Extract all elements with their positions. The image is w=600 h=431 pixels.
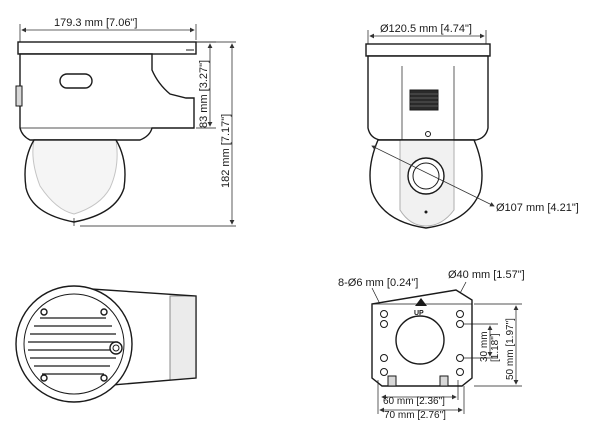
- top-view-screw-2: [100, 308, 108, 316]
- up-arrow-icon: [415, 298, 427, 306]
- camera-housing-side: [19, 53, 195, 141]
- mount-tab-left: [387, 375, 397, 387]
- side-width-label: 179.3 mm [7.06"]: [54, 17, 137, 29]
- dome-diameter-label: Ø107 mm [4.21"]: [496, 202, 579, 214]
- up-label: UP: [414, 310, 424, 317]
- mount-center-hole: [395, 315, 445, 365]
- width-60-label: 60 mm [2.36"]: [383, 396, 445, 407]
- mount-tab-right: [439, 375, 449, 387]
- top-view-screw-4: [100, 374, 108, 382]
- width-70-label: 70 mm [2.76"]: [384, 410, 446, 421]
- hole-spec-label: 8-Ø6 mm [0.24"]: [338, 277, 418, 289]
- heat-sink-fins: [28, 317, 118, 375]
- mount-hole-4: [456, 320, 464, 328]
- front-status-led: [425, 131, 431, 137]
- mount-hole-8: [456, 368, 464, 376]
- front-top-plate: [365, 43, 491, 57]
- mount-bracket-top: [17, 41, 197, 55]
- mount-hole-2: [456, 310, 464, 318]
- side-total-height-label: 182 mm [7.17"]: [220, 114, 232, 188]
- side-upper-height-label: 83 mm [3.27"]: [198, 60, 210, 128]
- mount-hole-6: [456, 354, 464, 362]
- top-view-screw-1: [40, 308, 48, 316]
- center-hole-label: Ø40 mm [1.57"]: [448, 269, 525, 281]
- height-30-inch-label: [1.18"]: [490, 333, 501, 362]
- mount-hole-1: [380, 310, 388, 318]
- speaker-grille: [409, 89, 439, 111]
- top-view-knob: [109, 341, 123, 355]
- mount-hole-3: [380, 320, 388, 328]
- top-view-screw-3: [40, 374, 48, 382]
- top-view: [15, 285, 197, 403]
- side-view: 179.3 mm [7.06"] 83 mm [3.27"] 182 mm [7…: [15, 17, 236, 227]
- front-top-diameter-label: Ø120.5 mm [4.74"]: [380, 23, 472, 35]
- dome-diameter-dimension-line: [371, 145, 495, 207]
- mount-hole-5: [380, 354, 388, 362]
- mount-hole-7: [380, 368, 388, 376]
- mount-plate-view: 8-Ø6 mm [0.24"] Ø40 mm [1.57"] UP 30 mm …: [338, 269, 525, 421]
- height-50-label: 50 mm [1.97"]: [505, 318, 516, 380]
- front-view: Ø120.5 mm [4.74"] Ø107 mm [4.21"]: [365, 23, 579, 229]
- height-30-label: 30 mm: [479, 331, 490, 362]
- side-indicator-slot: [59, 73, 93, 89]
